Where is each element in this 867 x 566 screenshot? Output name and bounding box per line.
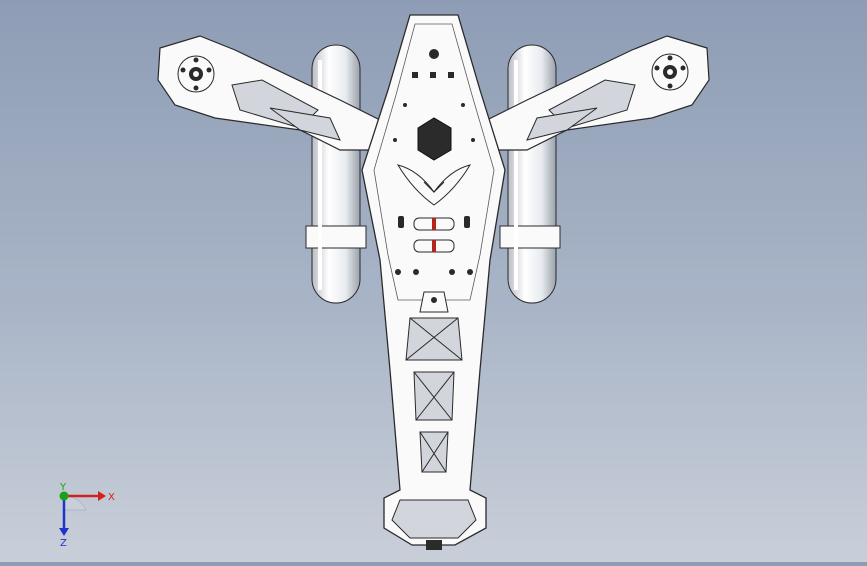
orientation-triad[interactable]: X Y Z: [40, 478, 120, 549]
z-axis-head: [59, 528, 69, 536]
x-axis-label: X: [108, 492, 115, 503]
left-motor-arm: [157, 35, 381, 151]
right-battery-cylinder: [499, 44, 561, 304]
x-axis-head: [98, 491, 106, 501]
right-motor-arm: [486, 35, 710, 151]
y-axis-dot: [59, 491, 69, 501]
y-axis-label: Y: [59, 482, 67, 493]
triad-axes: X Y Z: [59, 482, 115, 549]
left-battery-cylinder: [305, 44, 367, 304]
main-body-plate: [361, 14, 506, 550]
z-axis-label: Z: [60, 538, 67, 548]
